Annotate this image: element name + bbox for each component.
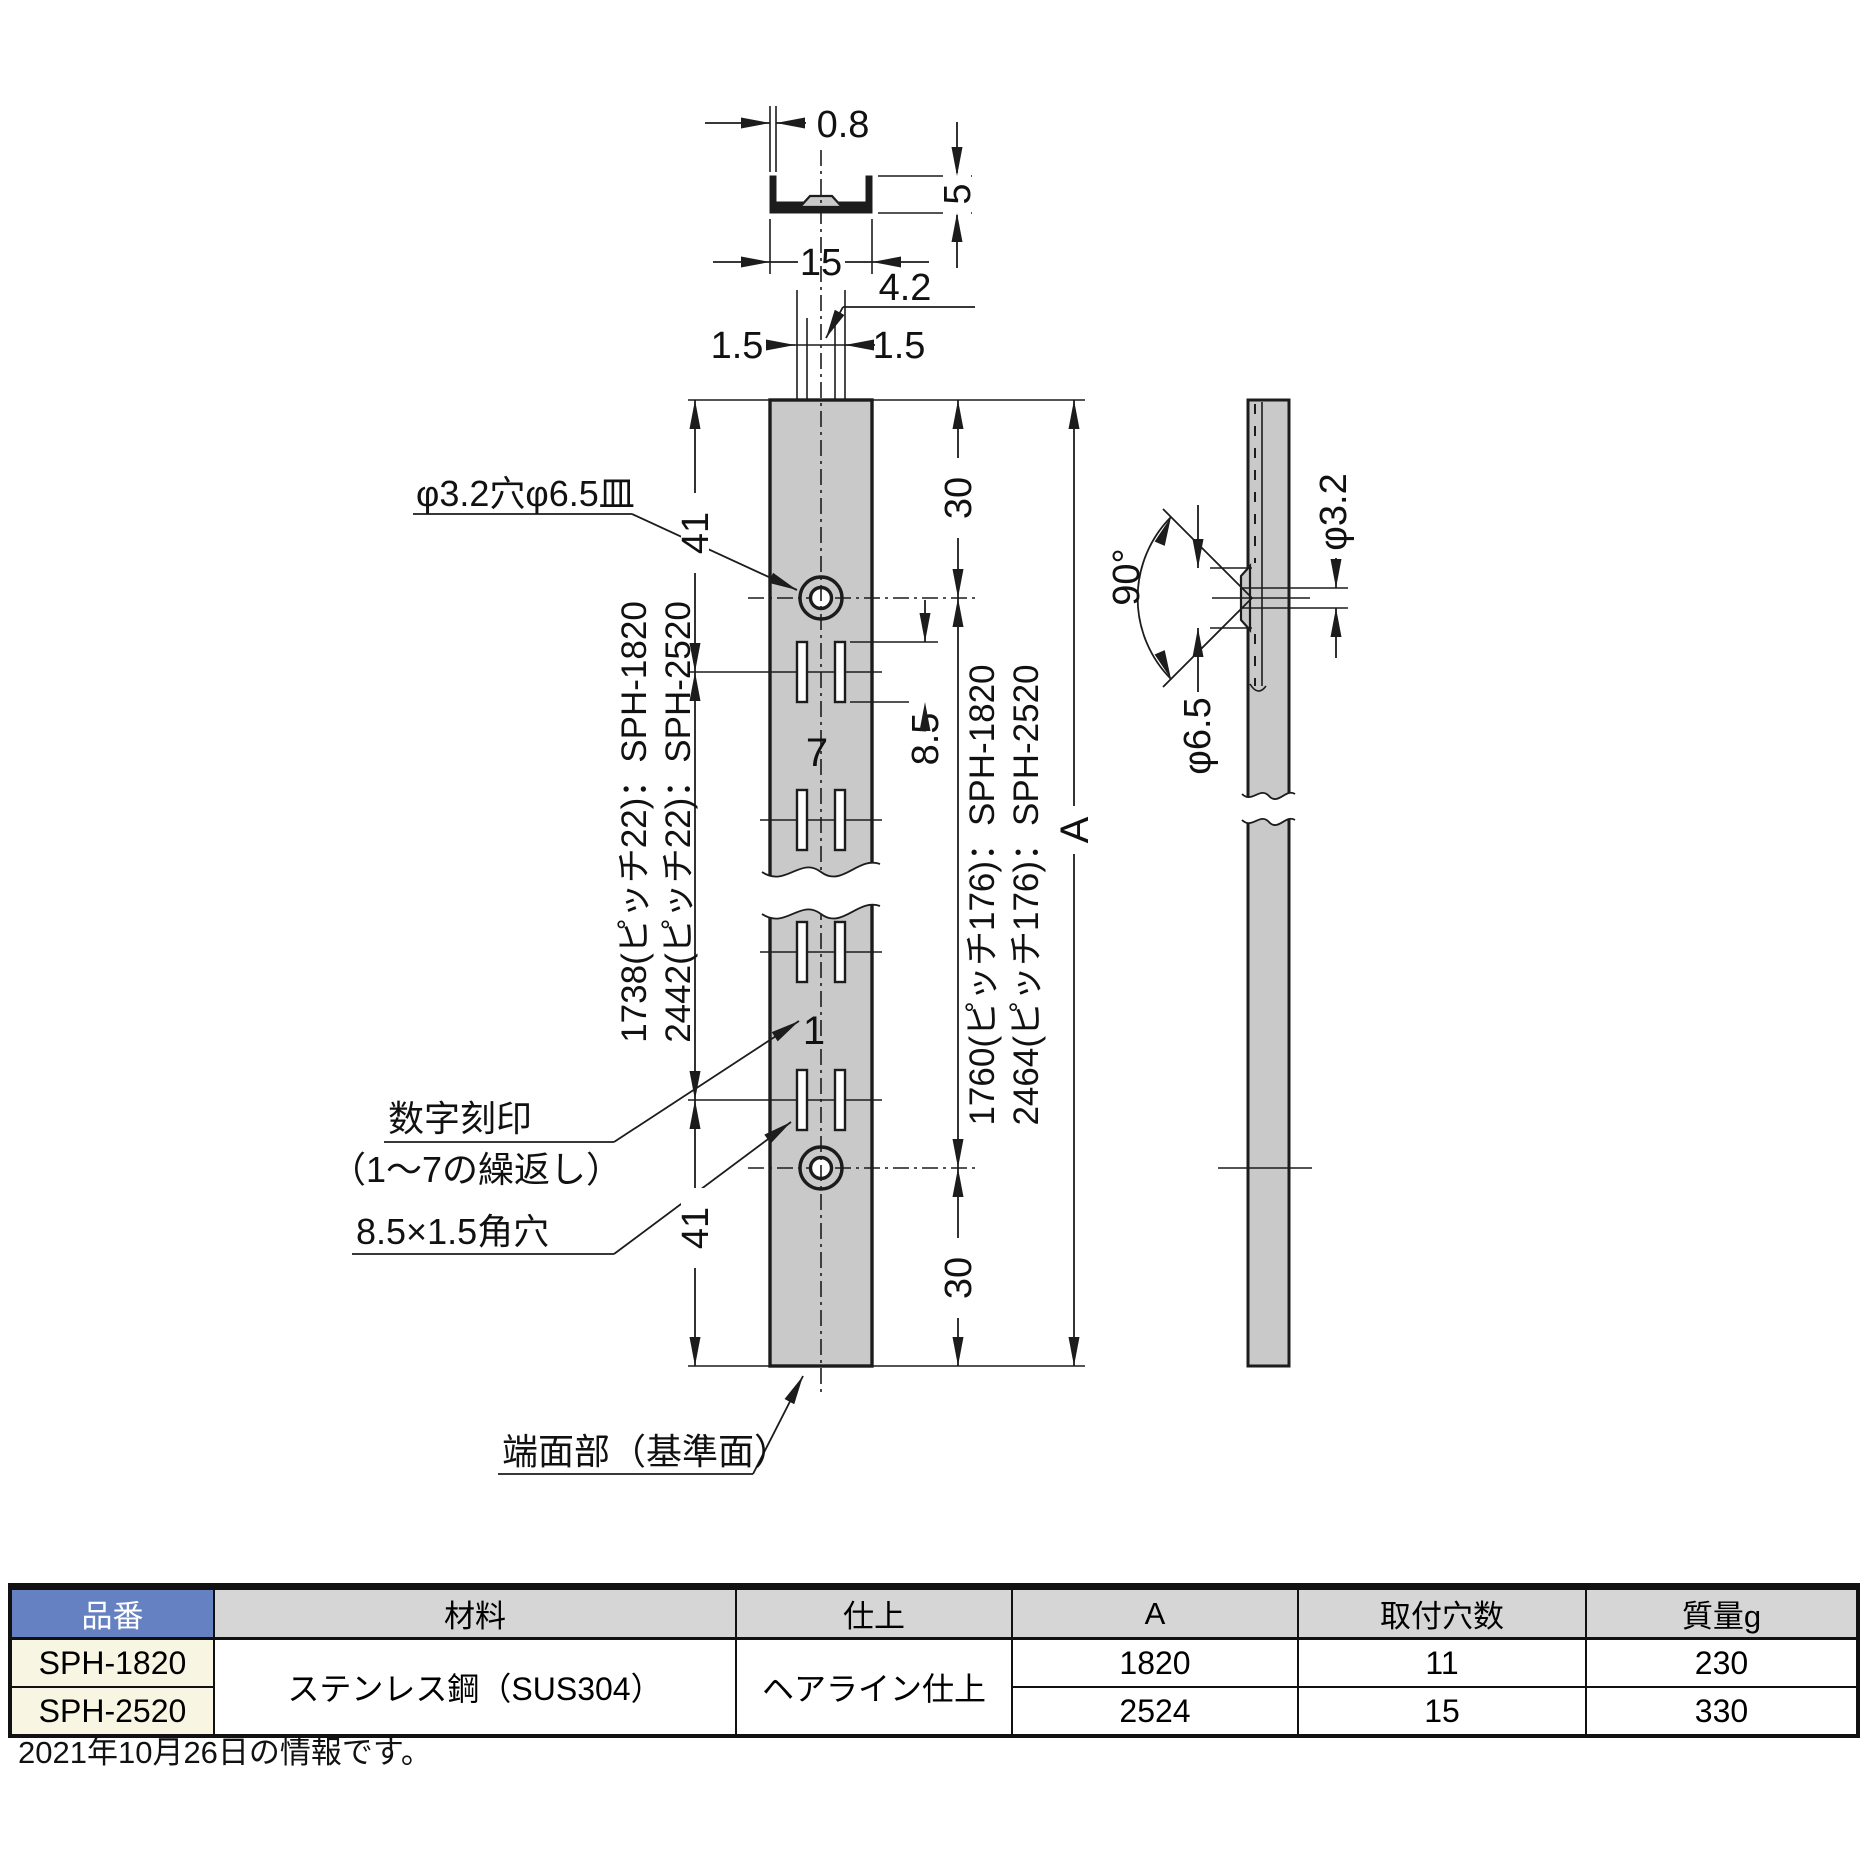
callout-slot-label: 8.5×1.5角穴 [356, 1211, 549, 1252]
dim-width: 15 [800, 242, 842, 284]
header-mass: 質量g [1585, 1585, 1859, 1640]
square-holes [795, 640, 847, 1132]
cell-a-2: 2524 [1011, 1686, 1299, 1737]
table-row-sph1820: SPH-1820 ステンレス鋼（SUS304） ヘアライン仕上 1820 11 … [9, 1637, 1859, 1737]
cell-mass-1: 230 [1585, 1637, 1859, 1688]
dim-hole-dia: φ3.2 [1313, 473, 1355, 550]
pitch-left-sph2520: 2442(ピッチ22)：SPH-2520 [659, 601, 698, 1043]
dim-30-bottom: 30 [938, 1257, 980, 1299]
date-note: 2021年10月26日の情報です。 [18, 1735, 432, 1770]
front-view [352, 150, 1085, 1475]
callout-end-face-label: 端面部（基準面） [502, 1431, 790, 1472]
cell-part-no-1: SPH-1820 [9, 1637, 215, 1688]
dimension-text-backings [681, 173, 1350, 1318]
cell-material: ステンレス鋼（SUS304） [213, 1637, 737, 1737]
pitch-right-sph1820: 1760(ピッチ176)：SPH-1820 [963, 664, 1002, 1125]
header-finish: 仕上 [735, 1585, 1013, 1640]
stamp-digit-1: 1 [803, 1009, 825, 1053]
callout-hole-label: φ3.2穴φ6.5皿 [416, 473, 635, 514]
dim-41-top: 41 [675, 512, 717, 554]
pitch-left-sph1820: 1738(ピッチ22)：SPH-1820 [615, 601, 654, 1043]
dimension-texts: 0.8 5 15 4.2 1.5 1.5 41 30 8.5 41 30 A 1… [330, 104, 1355, 1472]
dim-edge-left: 1.5 [711, 325, 764, 367]
side-view [1136, 398, 1348, 1368]
dim-41-bottom: 41 [675, 1207, 717, 1249]
cell-part-no-2: SPH-2520 [9, 1686, 215, 1737]
dim-countersink-angle: 90° [1106, 548, 1148, 605]
cell-finish: ヘアライン仕上 [735, 1637, 1013, 1737]
break-symbol-front [761, 861, 881, 920]
header-length-a: A [1011, 1585, 1299, 1640]
cell-holes-2: 15 [1297, 1686, 1587, 1737]
callout-stamp-label-1: 数字刻印 [388, 1098, 532, 1139]
dim-countersink-dia: φ6.5 [1177, 697, 1219, 774]
header-part-no: 品番 [9, 1585, 215, 1640]
dim-slot-offset: 4.2 [879, 267, 932, 309]
cell-a-1: 1820 [1011, 1637, 1299, 1688]
dim-thickness: 0.8 [817, 104, 870, 146]
callout-stamp-label-2: （1～7の繰返し） [330, 1149, 622, 1190]
header-material: 材料 [213, 1585, 737, 1640]
header-hole-count: 取付穴数 [1297, 1585, 1587, 1640]
stamp-digit-7: 7 [806, 731, 828, 775]
dim-flange-height: 5 [937, 183, 979, 204]
table-row-sph2520: SPH-2520 2524 15 330 [9, 1686, 1859, 1737]
break-symbol-side [1241, 791, 1296, 826]
dim-overall-a: A [1053, 816, 1097, 843]
cell-holes-1: 11 [1297, 1637, 1587, 1688]
spec-table-header-row: 品番 材料 仕上 A 取付穴数 質量g [9, 1585, 1859, 1640]
dim-30-top: 30 [938, 477, 980, 519]
pitch-right-sph2520: 2464(ピッチ176)：SPH-2520 [1007, 664, 1046, 1125]
technical-drawing: 0.8 5 15 4.2 1.5 1.5 41 30 8.5 41 30 A 1… [330, 104, 1355, 1475]
spec-table: 品番 材料 仕上 A 取付穴数 質量g SPH-1820 ステンレス鋼（SUS3… [8, 1583, 1860, 1738]
cell-mass-2: 330 [1585, 1686, 1859, 1737]
dim-edge-right: 1.5 [873, 325, 926, 367]
